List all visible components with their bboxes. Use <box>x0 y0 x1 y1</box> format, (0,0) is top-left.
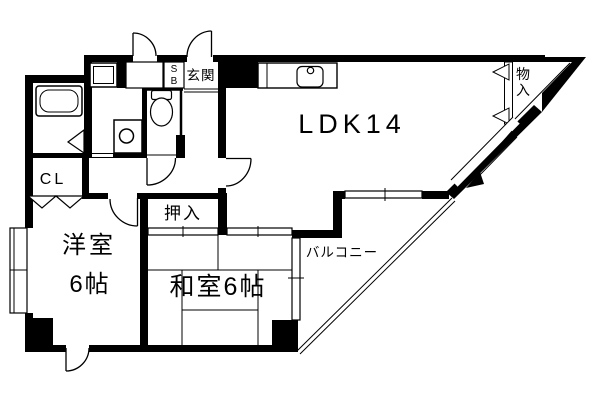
wall-hall-ldk-upper <box>218 88 226 158</box>
wall-north-1 <box>84 55 133 62</box>
monoire-closet: 物 入 <box>491 61 572 125</box>
genkan-door-arc <box>186 30 212 58</box>
utility-alcove <box>125 61 164 89</box>
windows <box>9 153 423 321</box>
monoire-interior <box>512 62 572 124</box>
pillar-youshitsu <box>28 318 53 347</box>
railing-line-inner <box>299 200 456 355</box>
cl-label: CL <box>40 171 66 188</box>
washitsu-east-window <box>291 237 301 321</box>
monoire-door-mark-1 <box>491 63 510 81</box>
shoebox-label-b: B <box>171 76 178 87</box>
wall-step <box>84 55 92 77</box>
balcony-access-window <box>450 116 521 188</box>
bathroom <box>35 85 85 155</box>
wall-west-upper <box>25 75 33 228</box>
wall-ldk-step-vert <box>333 191 342 236</box>
cl-door-mark-1 <box>26 195 58 209</box>
tatami-lines <box>148 235 292 345</box>
wall-ldk-south-east <box>422 191 449 199</box>
wall-toilet-pier <box>176 135 185 158</box>
wall-bath-bottom <box>25 153 92 158</box>
wall-north-2 <box>157 55 187 62</box>
alcove-door-arc <box>132 32 157 57</box>
wall-south-left <box>25 345 66 352</box>
monoire-inner-edge <box>510 62 571 124</box>
wall-washroom-pier <box>117 55 126 88</box>
monoire-label-char1: 物 <box>516 66 530 82</box>
washroom <box>89 62 143 154</box>
toilet-icon <box>149 97 174 127</box>
ldk-label: LDK14 <box>298 109 406 139</box>
shoebox-label-s: S <box>171 64 178 75</box>
diag-window-gap <box>451 117 520 187</box>
wall-under-washer <box>113 153 142 158</box>
washing-machine-icon <box>113 119 143 154</box>
youshitsu-label-line2: 6帖 <box>69 271 110 298</box>
wall-bath-east <box>84 75 92 158</box>
washitsu-ldk-fusuma <box>226 227 293 236</box>
genkan-label: 玄関 <box>187 67 216 83</box>
toilet-door-arc <box>146 157 177 186</box>
hall-ldk-door-arc <box>225 158 252 187</box>
kitchen-faucet-icon <box>306 66 315 75</box>
balcony-label: バルコニー <box>306 245 378 260</box>
wall-youshitsu-washitsu <box>140 193 148 352</box>
wall-south-right <box>89 345 298 352</box>
wall-washitsu-north-east <box>292 230 342 238</box>
diag-arrow-line-2 <box>474 136 518 181</box>
balcony-railing <box>296 197 456 355</box>
monoire-label-char2: 入 <box>516 82 530 98</box>
washitsu-label: 和室6帖 <box>170 273 267 301</box>
room-labels: LDK14 和室6帖 洋室 6帖 押入 CL バルコニー <box>40 109 406 301</box>
wall-north-kitchen <box>258 55 545 62</box>
washing-machine-drum <box>118 128 135 144</box>
wall-north-3 <box>213 55 222 62</box>
ldk-south-window <box>344 190 423 199</box>
youshitsu-south-door-arc <box>65 347 90 372</box>
entrance-area: S B 玄関 <box>125 61 218 93</box>
youshitsu-door-arc <box>109 198 138 227</box>
monoire-door-mark-2 <box>491 107 510 125</box>
kitchen <box>257 62 338 89</box>
kitchen-sink-icon <box>296 65 324 88</box>
wall-mid-2 <box>137 193 227 199</box>
railing-line-outer <box>296 197 453 352</box>
doors <box>26 30 252 372</box>
wall-oshiire-pier <box>218 193 227 235</box>
diag-arrow-line-1 <box>471 130 513 178</box>
toilet-room <box>142 88 183 156</box>
diag-arrow-head <box>466 172 484 188</box>
wall-mid-1 <box>82 193 108 199</box>
pillar-southeast <box>272 320 298 350</box>
washer-pan-inner <box>93 66 114 84</box>
bathtub-inner <box>39 89 79 113</box>
youshitsu-label-line1: 洋室 <box>62 232 116 259</box>
bath-door-mark <box>66 128 85 155</box>
diag-window-line-1 <box>457 123 521 188</box>
cl-door-mark-2 <box>54 195 86 209</box>
wall-bath-top <box>25 75 92 83</box>
oshiire-label: 押入 <box>164 204 202 223</box>
shoebox <box>163 61 185 89</box>
wall-genkan-pier <box>218 55 258 88</box>
diag-window-line-2 <box>450 116 514 181</box>
wall-cl-east <box>82 155 89 198</box>
